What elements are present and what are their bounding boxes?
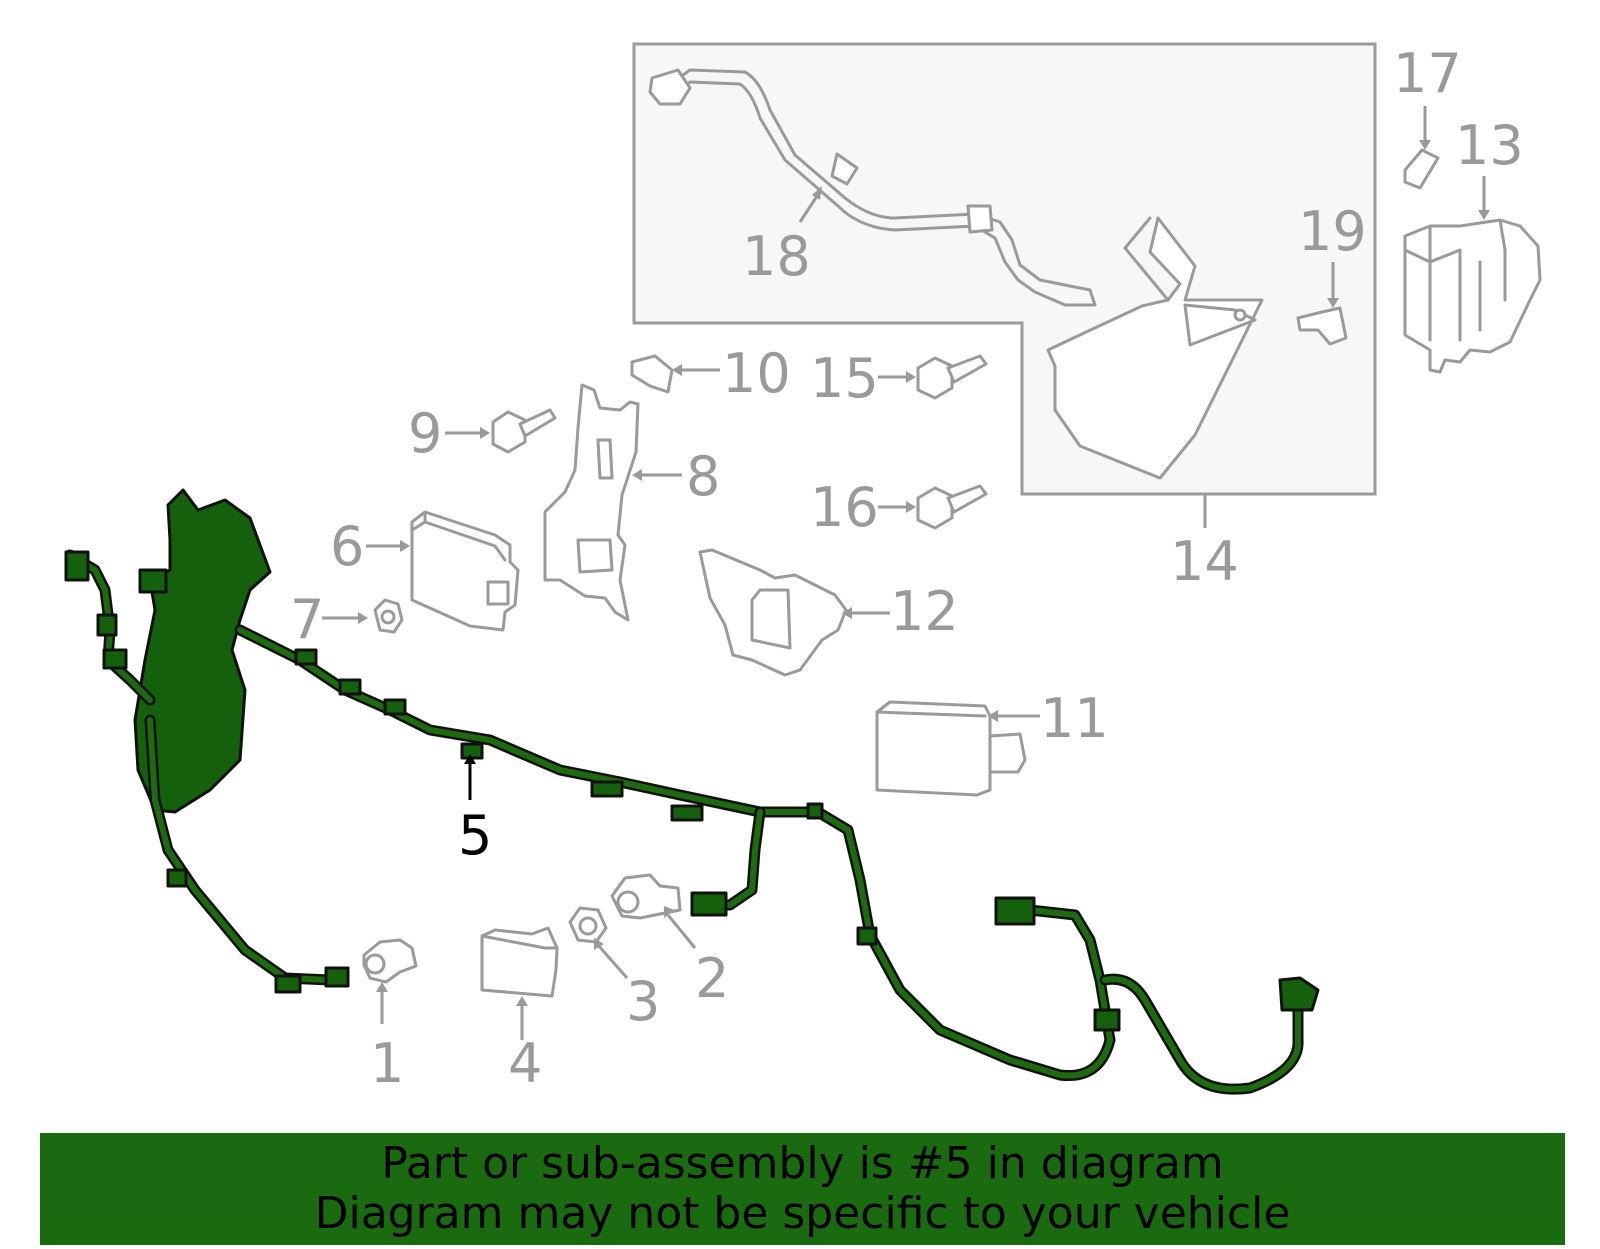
callout-10: 10 (722, 342, 791, 405)
callout-18: 18 (742, 225, 811, 288)
part-19-clip (1296, 262, 1348, 346)
part-10-clip (630, 354, 720, 394)
part-4-bracket (480, 926, 559, 1040)
callout-3: 3 (626, 970, 660, 1033)
callout-7: 7 (290, 588, 324, 651)
part-3-ring (568, 906, 629, 979)
part-8-bracket (543, 383, 682, 622)
part-5-harness (64, 488, 1320, 1095)
callout-13: 13 (1455, 114, 1524, 177)
callout-8: 8 (686, 445, 720, 508)
part-6-module (366, 510, 520, 632)
part-17-clip (1403, 106, 1440, 190)
info-banner: Part or sub-assembly is #5 in diagram Di… (40, 1133, 1565, 1245)
callout-15: 15 (810, 347, 879, 410)
callout-9: 9 (408, 402, 442, 465)
callout-14: 14 (1170, 530, 1239, 593)
callout-1: 1 (370, 1032, 404, 1095)
callout-6: 6 (330, 515, 364, 578)
part-13-module (1403, 176, 1542, 374)
callout-17: 17 (1393, 42, 1462, 105)
callout-11: 11 (1040, 687, 1109, 750)
part-14-bracket (1046, 216, 1264, 480)
part-1-sensor (362, 938, 418, 1024)
part-15-bolt (878, 354, 988, 400)
callout-12: 12 (890, 580, 959, 643)
callout-2: 2 (695, 947, 729, 1010)
part-7-nut (322, 598, 404, 634)
part-12-bracket (698, 548, 890, 677)
callout-5: 5 (458, 804, 492, 867)
banner-line-1: Part or sub-assembly is #5 in diagram (381, 1138, 1224, 1189)
part-9-bolt (445, 408, 557, 454)
callout-19: 19 (1298, 200, 1367, 263)
part-11-module (875, 700, 1040, 797)
callout-4: 4 (508, 1032, 542, 1095)
part-18-cable (648, 68, 1097, 307)
part-2-sensor (610, 873, 697, 949)
part-16-bolt (878, 484, 988, 530)
banner-line-2: Diagram may not be specific to your vehi… (314, 1188, 1291, 1239)
callout-16: 16 (810, 476, 879, 539)
